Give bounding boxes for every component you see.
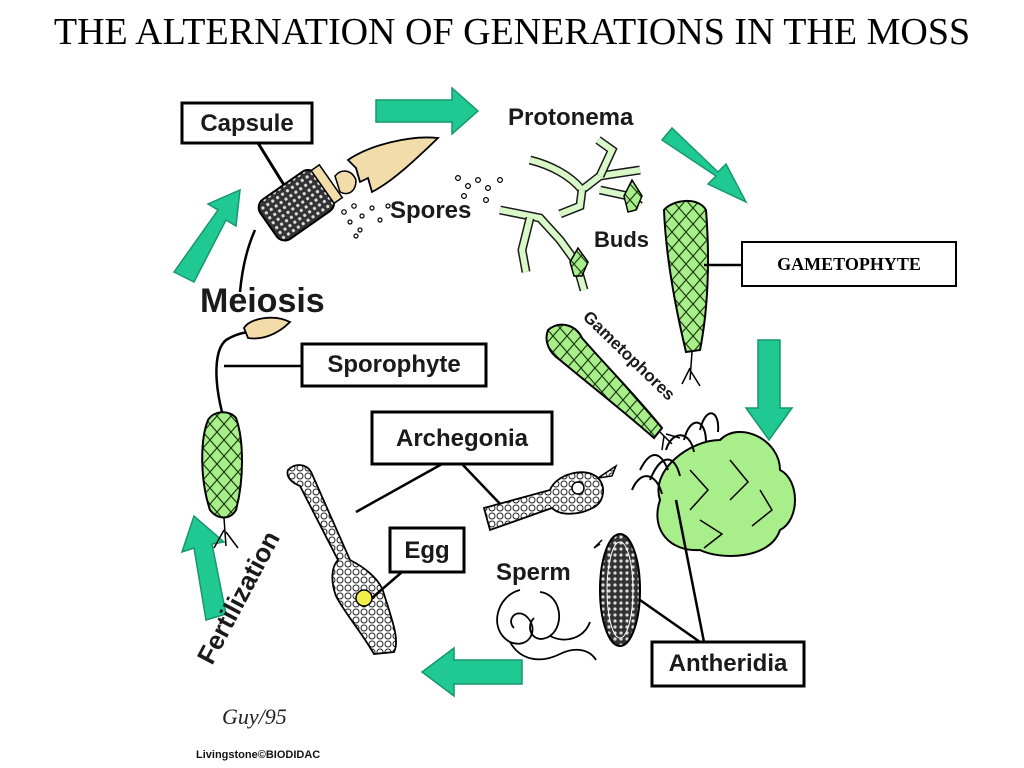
antheridium-illustration <box>593 533 641 647</box>
capsule-illustration: Capsule <box>180 101 504 293</box>
arrow-antheridia-to-sperm <box>420 646 523 698</box>
archegonium-vertical <box>286 464 397 655</box>
gametophyte-label: GAMETOPHYTE <box>777 254 921 274</box>
arrow-protonema-to-gametophyte <box>660 126 748 204</box>
antheridia-label: Antheridia <box>669 650 788 677</box>
sporophyte-label: Sporophyte <box>327 351 460 378</box>
artist-signature: Guy/95 <box>222 704 287 729</box>
archegonia-leader-lines <box>355 462 505 514</box>
cycle-arrows <box>172 86 794 698</box>
gametophyte-box <box>741 241 957 287</box>
gametophores-illustration <box>545 323 681 451</box>
egg-box <box>388 526 466 574</box>
egg-cell <box>355 589 373 607</box>
arrow-capsule-to-protonema <box>375 86 480 136</box>
diagram-title: THE ALTERNATION OF GENERATIONS IN THE MO… <box>53 11 971 53</box>
archegonia-label: Archegonia <box>396 425 529 452</box>
spores-label: Spores <box>390 197 471 224</box>
archegonium-horizontal <box>482 464 618 532</box>
credit-text: Livingstone©BIODIDAC <box>196 749 320 761</box>
meiosis-label: Meiosis <box>200 282 325 320</box>
antheridia-leader-lines <box>639 499 706 644</box>
arrow-fertilization-up <box>180 514 227 621</box>
antheridia-box <box>650 640 806 688</box>
arrow-down-to-antheridia <box>744 339 794 442</box>
protonema-illustration <box>499 136 643 292</box>
capsule-label: Capsule <box>200 110 293 137</box>
arrow-meiosis-to-capsule <box>172 188 241 284</box>
gametophyte-shoot <box>662 200 742 387</box>
antheridial-head <box>631 412 796 557</box>
egg-label: Egg <box>404 537 449 564</box>
sperm-illustration <box>496 589 597 661</box>
sporophyte-illustration <box>201 316 302 549</box>
buds-label: Buds <box>594 227 649 252</box>
sporophyte-box <box>300 342 488 388</box>
buds-illustration <box>569 178 643 277</box>
sperm-label: Sperm <box>496 559 571 586</box>
protonema-label: Protonema <box>508 104 634 131</box>
